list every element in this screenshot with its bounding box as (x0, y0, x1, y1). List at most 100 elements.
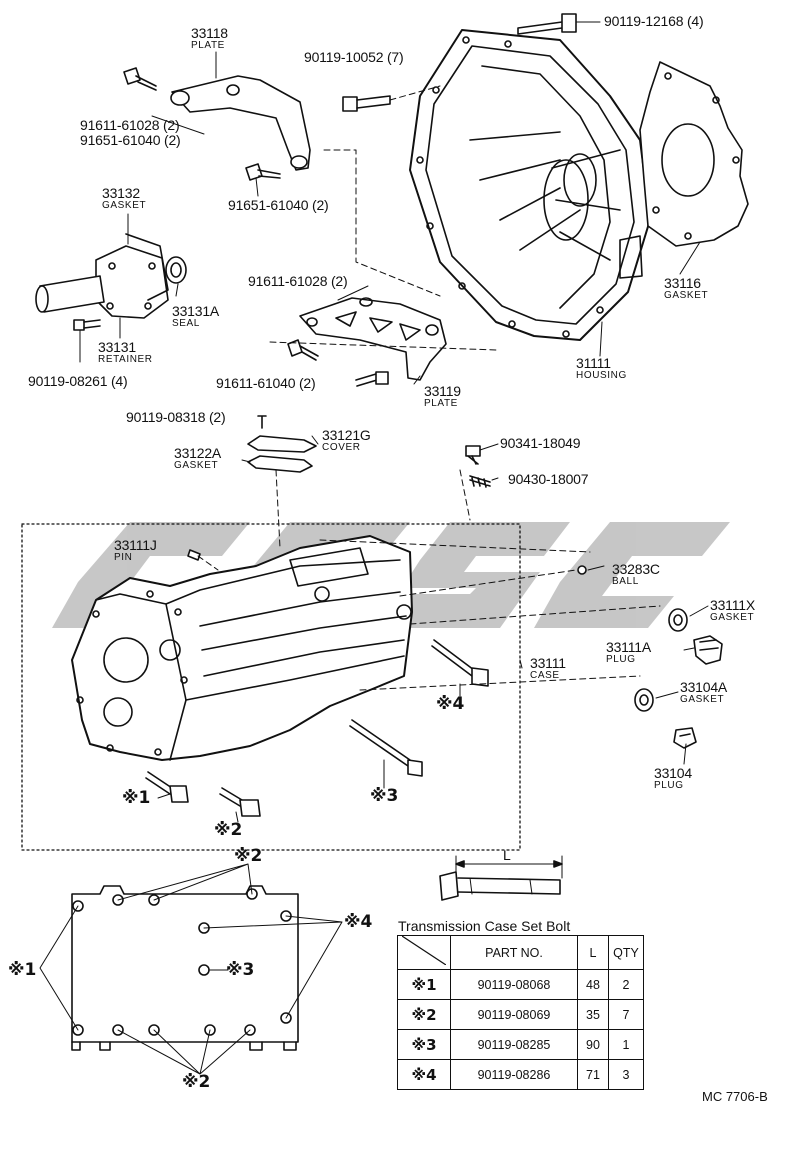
front-bearing-retainer-33131 (35, 245, 169, 319)
label-90119-12168: 90119-12168 (4) (604, 14, 704, 28)
table-cell-mark: ※3 (397, 1029, 451, 1060)
part-number: 33131A (172, 303, 220, 319)
mark-2-pattern-bottom: ※2 (182, 1072, 211, 1092)
mark-1-pattern: ※1 (8, 960, 37, 980)
spring-90430-18007 (469, 475, 491, 488)
case-bolt-2 (219, 787, 261, 817)
pin-33111J (187, 549, 201, 561)
label-90119-08318: 90119-08318 (2) (126, 410, 226, 424)
part-number: 33131 (98, 339, 136, 355)
bolt-table: PART NO. L QTY ※1 90119-08068 48 2 ※2 90… (397, 935, 644, 1090)
part-name: GASKET (710, 612, 755, 623)
part-name: GASKET (174, 460, 219, 471)
part-number: 91611-61028 (2) (80, 117, 180, 133)
table-header-part-no: PART NO. (450, 935, 578, 970)
table-header-qty: QTY (608, 935, 644, 970)
label-91611-61028-lower: 91611-61028 (2) (248, 274, 348, 288)
part-name: BALL (612, 576, 639, 587)
part-name: PLUG (654, 780, 684, 791)
part-name: PIN (114, 552, 133, 563)
leader-lines (119, 51, 709, 823)
part-name: SEAL (172, 318, 200, 329)
gasket-33104A (634, 688, 654, 712)
bolt-91611-61028-lower (287, 339, 319, 361)
case-assembly-boundary (21, 523, 521, 851)
label-91651-61040: 91651-61040 (2) (228, 198, 329, 212)
bell-housing-31111 (409, 29, 651, 341)
gasket-33122A (247, 455, 313, 473)
table-cell-qty: 3 (608, 1059, 644, 1090)
bolt-91651-61040 (245, 163, 281, 181)
table-header-l: L (577, 935, 609, 970)
plate-33118 (170, 75, 311, 171)
bolt-91611-61040 (355, 371, 389, 387)
part-number: 33104 (654, 765, 692, 781)
label-91611-61028-upper: 91611-61028 (2) (80, 118, 180, 132)
part-number: 91611-61040 (2) (216, 375, 316, 391)
part-number: 33121G (322, 427, 371, 443)
table-cell-part: 90119-08285 (450, 1029, 578, 1060)
label-90119-08261: 90119-08261 (4) (28, 374, 128, 388)
table-row: ※4 90119-08286 71 3 (397, 1059, 644, 1090)
bolt-90119-10052 (342, 95, 391, 112)
part-name: PLATE (191, 40, 225, 51)
part-number: 90341-18049 (500, 435, 581, 451)
part-name: CASE (530, 670, 560, 681)
plug-33111A (693, 635, 723, 665)
part-name: PLUG (606, 654, 636, 665)
bolt-table-title: Transmission Case Set Bolt (398, 918, 571, 934)
table-header-corner (397, 935, 451, 970)
mark-2-case: ※2 (214, 820, 243, 840)
gasket-33116 (639, 61, 749, 247)
part-number: 33111X (710, 597, 755, 613)
label-91611-61040: 91611-61040 (2) (216, 376, 316, 390)
diagram-code: MC 7706-B (702, 1089, 768, 1104)
part-number: 33283C (612, 561, 660, 577)
part-number: 90119-08261 (4) (28, 373, 128, 389)
part-number: 31111 (576, 355, 611, 371)
part-number: 33118 (191, 25, 228, 41)
table-header-row: PART NO. L QTY (397, 935, 644, 970)
part-name: GASKET (664, 290, 709, 301)
part-number: 91611-61028 (2) (248, 273, 348, 289)
label-90119-10052: 90119-10052 (7) (304, 50, 404, 64)
part-name: RETAINER (98, 354, 153, 365)
table-cell-part: 90119-08069 (450, 999, 578, 1030)
part-number: 90430-18007 (508, 471, 589, 487)
cover-33121G (247, 415, 317, 453)
bolt-91611-61028-upper (123, 67, 157, 91)
label-90341-18049: 90341-18049 (500, 435, 581, 451)
part-name: GASKET (680, 694, 725, 705)
mark-2-pattern-top: ※2 (234, 846, 263, 866)
table-cell-mark: ※1 (397, 969, 451, 1000)
part-number: 33122A (174, 445, 222, 461)
part-number: 90119-12168 (4) (604, 13, 704, 29)
case-bolt-1 (145, 771, 189, 803)
part-name: GASKET (102, 200, 147, 211)
bolt-pattern-leader-lines (39, 863, 343, 1075)
case-bolt-4 (431, 639, 489, 687)
table-cell-mark: ※4 (397, 1059, 451, 1090)
table-cell-qty: 1 (608, 1029, 644, 1060)
part-number: 91651-61040 (2) (228, 197, 329, 213)
mark-1-case: ※1 (122, 788, 151, 808)
ball-33283C (577, 565, 587, 575)
table-cell-qty: 7 (608, 999, 644, 1030)
part-number: 33104A (680, 679, 728, 695)
label-91651-61040-upper: 91651-61040 (2) (80, 133, 181, 147)
table-cell-qty: 2 (608, 969, 644, 1000)
dimension-L-label: L (503, 847, 511, 863)
plate-33119 (299, 297, 447, 381)
plug-90341-18049 (465, 445, 481, 465)
table-row: ※2 90119-08069 35 7 (397, 999, 644, 1030)
bolt-90119-12168 (517, 13, 601, 35)
part-name: HOUSING (576, 370, 627, 381)
